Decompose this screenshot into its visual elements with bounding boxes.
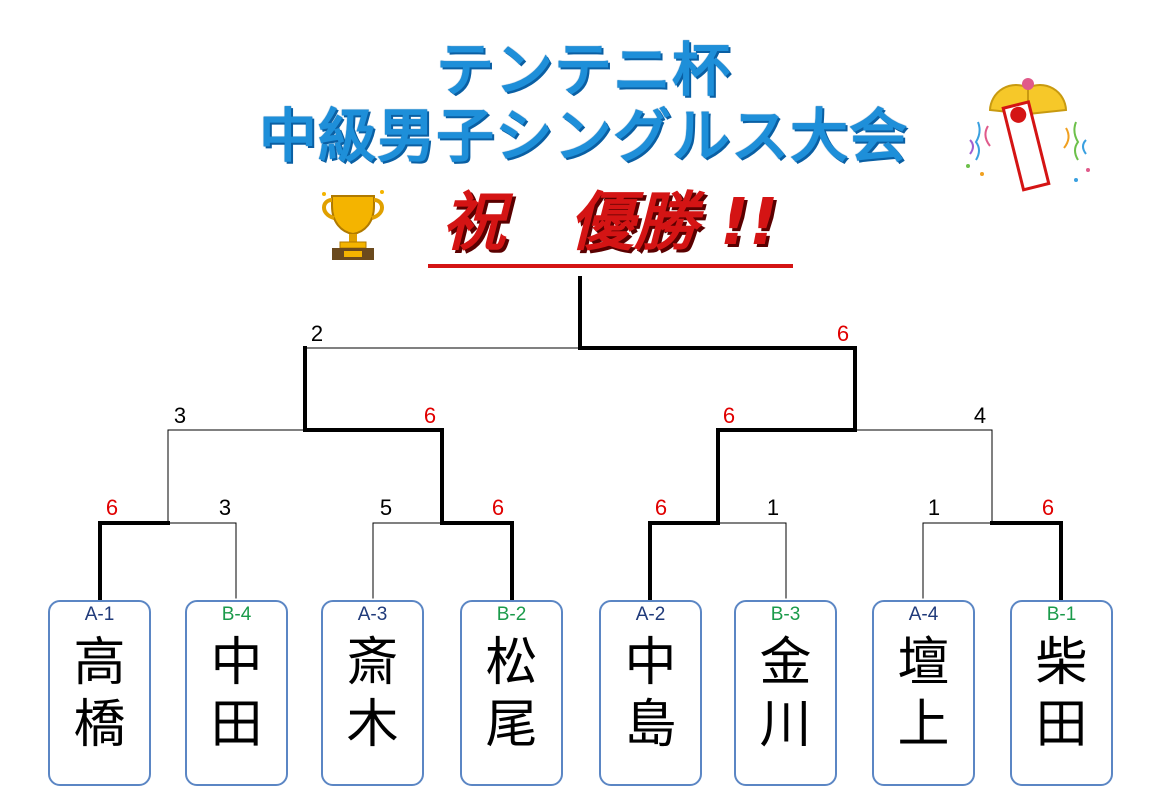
player-name-char: 島: [624, 695, 677, 755]
score-sf-left-right: 6: [423, 403, 437, 428]
player-name: 金川: [736, 632, 835, 756]
player-seed: A-4: [908, 604, 939, 625]
player-seed: A-3: [357, 604, 388, 625]
player-name: 中田: [187, 632, 286, 756]
score-sf-right-left: 6: [722, 403, 736, 428]
score-r1-m3-left: 6: [654, 495, 668, 520]
score-r1-m4-left: 1: [927, 495, 941, 520]
player-seed: B-4: [221, 604, 252, 625]
player-card: B-3 金川: [734, 600, 837, 786]
player-name: 高橋: [50, 632, 149, 756]
player-seed: A-1: [84, 604, 115, 625]
trophy-icon: [322, 190, 384, 260]
player-name-char: 田: [210, 695, 263, 755]
score-r1-m1-left: 6: [105, 495, 119, 520]
score-r1-m2-left: 5: [379, 495, 393, 520]
champion-underline: [428, 264, 793, 268]
player-name-char: 木: [346, 695, 399, 755]
tournament-title-line2: 中級男子シングルス大会: [258, 102, 908, 170]
champion-banner: 祝 優勝 !!: [441, 186, 779, 260]
score-final-right: 6: [836, 321, 850, 346]
score-sf-left-left: 3: [173, 403, 187, 428]
player-name: 松尾: [462, 632, 561, 756]
player-name-char: 斎: [346, 633, 399, 693]
player-card: B-1 柴田: [1010, 600, 1113, 786]
player-seed: B-1: [1046, 604, 1077, 625]
score-final-left: 2: [310, 321, 324, 346]
player-card: B-2 松尾: [460, 600, 563, 786]
tournament-title-line1: テンテニ杯: [435, 36, 731, 104]
player-name-char: 中: [210, 633, 263, 693]
player-card: B-4 中田: [185, 600, 288, 786]
player-name: 斎木: [323, 632, 422, 756]
score-sf-right-right: 4: [973, 403, 987, 428]
player-name-char: 田: [1035, 695, 1088, 755]
score-r1-m4-right: 6: [1041, 495, 1055, 520]
player-name-char: 高: [73, 633, 126, 693]
player-name: 中島: [601, 632, 700, 756]
player-card: A-1 高橋: [48, 600, 151, 786]
player-name-char: 橋: [73, 695, 126, 755]
player-name-char: 壇: [897, 633, 950, 693]
player-name: 壇上: [874, 632, 973, 756]
player-name-char: 上: [897, 695, 950, 755]
score-r1-m3-right: 1: [766, 495, 780, 520]
kusudama-icon: [966, 78, 1090, 192]
player-name: 柴田: [1012, 632, 1111, 756]
player-name-char: 金: [759, 633, 812, 693]
player-card: A-4 壇上: [872, 600, 975, 786]
player-name-char: 松: [485, 633, 538, 693]
player-seed: B-3: [770, 604, 801, 625]
player-seed: A-2: [635, 604, 666, 625]
player-name-char: 柴: [1035, 633, 1088, 693]
score-r1-m1-right: 3: [218, 495, 232, 520]
player-card: A-2 中島: [599, 600, 702, 786]
player-name-char: 中: [624, 633, 677, 693]
player-seed: B-2: [496, 604, 527, 625]
score-r1-m2-right: 6: [491, 495, 505, 520]
player-name-char: 川: [759, 695, 812, 755]
player-card: A-3 斎木: [321, 600, 424, 786]
player-name-char: 尾: [485, 695, 538, 755]
